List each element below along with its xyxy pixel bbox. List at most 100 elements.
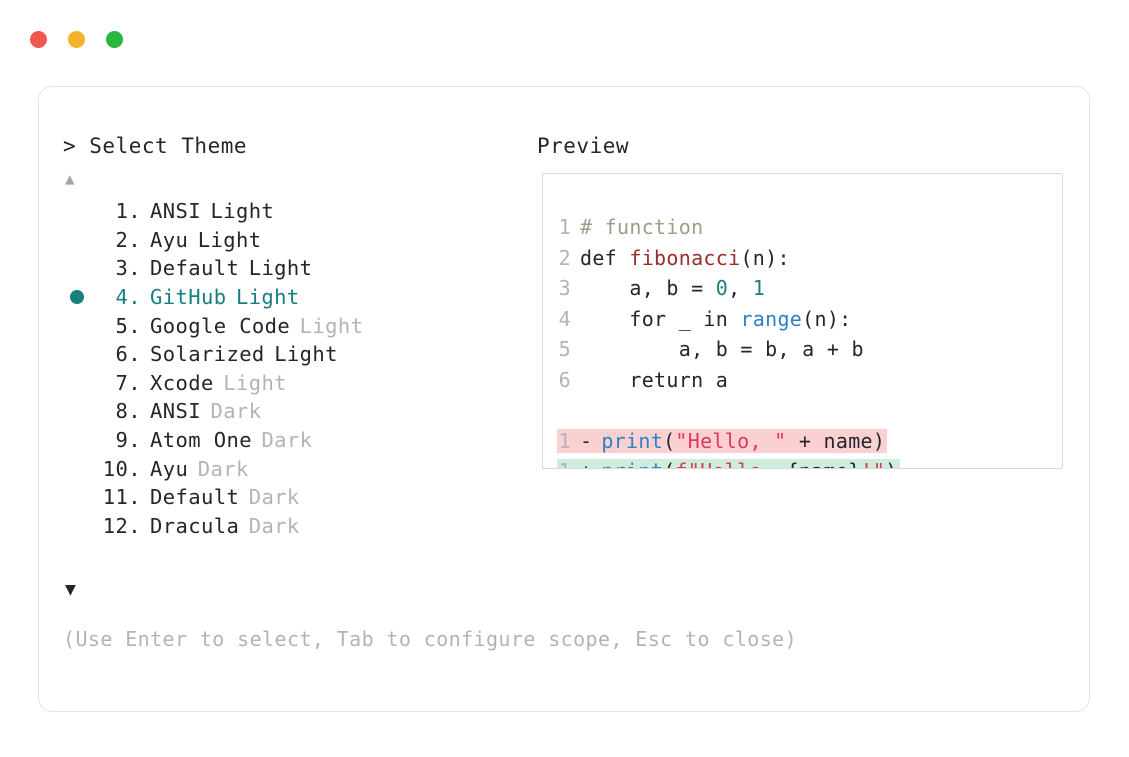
select-theme-prompt: > Select Theme [63,134,248,158]
code-token: a, b = b, a + b [580,337,864,362]
theme-item-variant: Light [210,199,275,224]
theme-item-number: 8. [115,399,141,424]
theme-list-item[interactable]: 1. ANSI Light [63,197,533,226]
code-line-text: def fibonacci(n): [580,246,790,270]
theme-item-variant: Light [235,285,300,310]
theme-item-number: 3. [115,256,141,281]
theme-item-name: Ayu [150,227,189,252]
code-token: ( [663,459,675,468]
theme-list-item[interactable]: 2. Ayu Light [63,226,533,255]
scroll-up-arrow-icon[interactable]: ▲ [65,169,75,188]
diff-line-removed: 1-print("Hello, " + name) [557,428,888,453]
code-line: 3 a, b = 0, 1 [557,273,1062,304]
diff-line-added: 1 + print(f"Hello, {name}!") [557,459,900,468]
code-token: (n): [802,306,852,331]
theme-item-number: 4. [115,285,141,310]
code-line-text: print(f"Hello, {name}!") [601,459,897,468]
code-line: 6 return a [557,365,1062,396]
theme-item-name: Default [150,256,240,281]
scroll-down-arrow-icon[interactable]: ▼ [65,579,76,600]
theme-item-number: 2. [115,227,141,252]
close-window-dot[interactable] [30,31,47,48]
diff-line-row: 1-print("Hello, " + name) [557,426,1062,457]
theme-item-variant: Light [197,227,262,252]
diff-line-row: 1 + print(f"Hello, {name}!") [557,456,1062,468]
theme-item-variant: Dark [197,456,249,481]
selected-bullet-icon [70,290,84,305]
minimize-window-dot[interactable] [68,31,85,48]
code-token: + name) [786,428,886,453]
theme-item-name: Google Code [150,313,291,338]
maximize-window-dot[interactable] [106,31,123,48]
code-line-text: print("Hello, " + name) [601,429,885,453]
code-line-number: 1 [558,215,571,240]
code-token: print [601,428,664,453]
code-token: def [580,245,630,270]
diff-sign: - [580,428,593,453]
diff-sign: + [580,459,592,468]
code-line-number: 4 [558,306,571,331]
code-line-number: 1 [558,428,571,453]
theme-item-name: Atom One [150,428,252,453]
theme-item-variant: Dark [261,428,313,453]
code-line-text: for _ in range(n): [580,307,852,331]
theme-item-variant: Light [223,370,287,395]
theme-list-item[interactable]: 10. Ayu Dark [63,454,533,483]
theme-item-variant: Dark [210,399,262,424]
code-token: print [601,459,663,468]
code-token: a, b = [580,276,716,301]
theme-list-item[interactable]: 7. Xcode Light [63,369,533,398]
theme-list-item[interactable]: 3. Default Light [63,254,533,283]
code-line-number: 2 [558,245,571,270]
code-token: fibonacci [629,245,741,270]
theme-item-number: 10. [102,456,141,481]
code-line-number: 3 [558,276,571,301]
code-blank-line [557,395,1062,426]
code-line-number: 1 [557,459,571,468]
window-controls [30,31,123,48]
theme-item-name: Ayu [150,456,189,481]
theme-item-number: 9. [115,428,141,453]
code-token: ( [663,428,676,453]
code-token: , [728,276,753,301]
code-token: "Hello, " [675,428,787,453]
theme-list-item[interactable]: 4. GitHub Light [63,283,533,312]
theme-item-name: Xcode [150,370,214,395]
theme-item-variant: Light [299,313,364,338]
theme-list-item[interactable]: 9. Atom One Dark [63,426,533,455]
code-token: ) [885,459,897,468]
code-token: 1 [752,276,766,301]
code-line: 2 def fibonacci(n): [557,243,1062,274]
theme-item-name: Solarized [150,342,265,367]
theme-item-name: ANSI [150,199,201,224]
code-line-text: # function [580,215,703,239]
code-line-number: 5 [558,337,571,362]
code-token: for _ in [580,306,741,331]
theme-item-number: 1. [115,199,141,224]
code-line: 4 for _ in range(n): [557,304,1062,335]
theme-item-number: 7. [115,370,141,395]
theme-item-variant: Light [274,342,338,367]
keyboard-hint-text: (Use Enter to select, Tab to configure s… [63,627,798,651]
code-line: 5 a, b = b, a + b [557,334,1062,365]
code-token: range [740,306,803,331]
code-token: {name} [786,459,860,468]
code-token: return a [580,367,729,392]
code-line-text: a, b = b, a + b [580,337,864,361]
code-line: 1 # function [557,212,1062,243]
theme-item-name: Default [150,485,240,510]
theme-item-variant: Light [248,256,313,281]
code-token: !" [861,459,886,468]
theme-item-number: 11. [102,485,141,510]
code-line-number: 6 [558,367,571,392]
theme-item-name: GitHub [150,285,227,310]
